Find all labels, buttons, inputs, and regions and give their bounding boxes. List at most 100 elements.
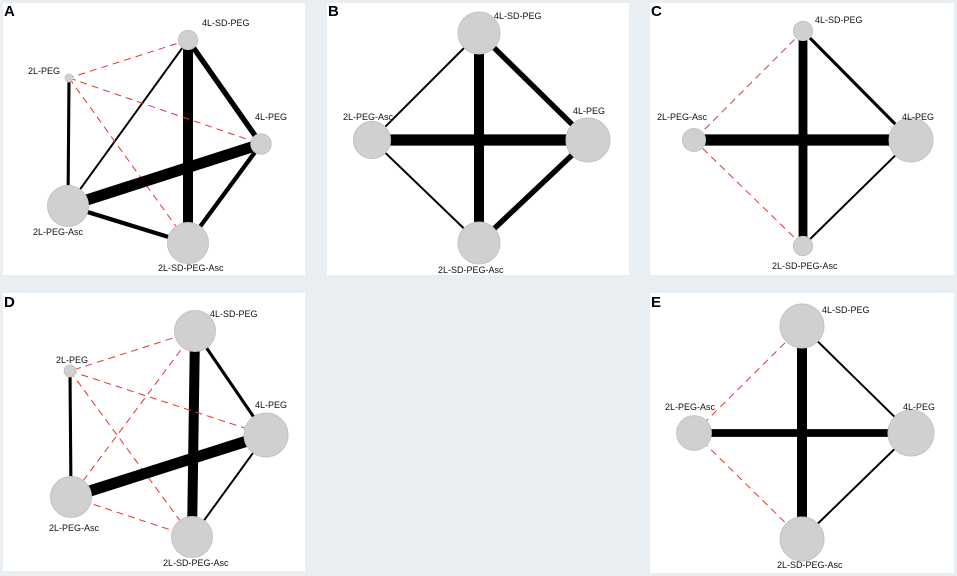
- panel-b: B 4L-SD-PEG 2L-PEG-Asc 4L-PEG 2L-SD-PEG-Asc: [327, 3, 629, 275]
- labels: 4L-SD-PEG 2L-PEG 4L-PEG 2L-PEG-Asc 2L-SD-PEG…: [28, 18, 287, 273]
- edge-4l-sd-peg-to-4l-peg: [801, 29, 913, 142]
- edge-4l-sd-peg-to-2l-peg-asc: [693, 30, 804, 141]
- edge-2l-peg-to-2l-peg-asc: [68, 370, 73, 498]
- network-graph-e: 4L-SD-PEG 2L-PEG-Asc 4L-PEG 2L-SD-PEG-Asc: [665, 303, 935, 570]
- edge-4l-sd-peg-to-2l-peg-asc: [693, 325, 803, 434]
- edge-4l-sd-peg-to-2l-peg-asc: [70, 330, 196, 498]
- edge-4l-peg-to-2l-sd-peg-asc: [477, 138, 590, 245]
- node-4l-sd-peg: [174, 310, 216, 352]
- edges: [693, 325, 912, 540]
- nodes: [47, 29, 272, 264]
- node-4l-peg: [250, 133, 272, 155]
- edge-2l-peg-asc-to-2l-sd-peg-asc: [70, 496, 193, 538]
- edges: [68, 330, 268, 538]
- edge-4l-peg-to-2l-peg-asc: [69, 429, 268, 503]
- labels: 4L-SD-PEG 2L-PEG-Asc 4L-PEG 2L-SD-PEG-Asc: [665, 305, 935, 570]
- node-label-4l-sd-peg: 4L-SD-PEG: [494, 11, 542, 21]
- node-label-4l-peg: 4L-PEG: [903, 402, 935, 412]
- network-graph-b: 4L-SD-PEG 2L-PEG-Asc 4L-PEG 2L-SD-PEG-Asc: [343, 11, 611, 275]
- node-label-4l-sd-peg: 4L-SD-PEG: [822, 305, 870, 315]
- node-label-2l-sd-peg-asc: 2L-SD-PEG-Asc: [777, 560, 843, 570]
- node-label-2l-peg-asc: 2L-PEG-Asc: [49, 523, 100, 533]
- edge-2l-peg-asc-to-2l-sd-peg-asc: [693, 432, 803, 540]
- node-2l-sd-peg-asc: [171, 516, 213, 558]
- panel-letter: E: [651, 294, 662, 311]
- panel-letter: D: [4, 294, 15, 311]
- network-graph-a: 4L-SD-PEG 2L-PEG 4L-PEG 2L-PEG-Asc 2L-SD-PEG…: [28, 18, 287, 273]
- node-2l-peg-asc: [50, 476, 92, 518]
- edge-4l-sd-peg-to-2l-peg: [68, 39, 189, 79]
- edges: [693, 29, 913, 247]
- labels: 4L-SD-PEG 2L-PEG 4L-PEG 2L-PEG-Asc 2L-SD-PEG…: [49, 309, 287, 568]
- node-label-4l-sd-peg: 4L-SD-PEG: [815, 15, 863, 25]
- node-2l-peg: [63, 364, 77, 378]
- node-label-4l-sd-peg: 4L-SD-PEG: [202, 18, 250, 28]
- node-4l-sd-peg: [457, 11, 501, 55]
- node-label-2l-sd-peg-asc: 2L-SD-PEG-Asc: [158, 263, 224, 273]
- nodes: [50, 310, 289, 558]
- node-label-2l-peg: 2L-PEG: [28, 66, 60, 76]
- node-label-4l-peg: 4L-PEG: [902, 112, 934, 122]
- node-2l-sd-peg-asc: [779, 516, 825, 562]
- node-2l-peg-asc: [676, 415, 712, 451]
- panel-e: E 4L-SD-PEG 2L-PEG-Asc 4L-PEG 2L-SD-PEG-Asc: [650, 293, 954, 573]
- node-label-4l-peg: 4L-PEG: [255, 400, 287, 410]
- node-2l-peg: [64, 73, 74, 83]
- node-label-2l-peg-asc: 2L-PEG-Asc: [343, 112, 394, 122]
- edge-4l-peg-to-2l-sd-peg-asc: [801, 432, 912, 540]
- node-label-2l-sd-peg-asc: 2L-SD-PEG-Asc: [438, 265, 504, 275]
- panel-letter: C: [651, 3, 662, 20]
- node-2l-peg-asc: [47, 185, 89, 227]
- node-4l-sd-peg: [177, 29, 199, 51]
- edge-2l-peg-asc-to-2l-sd-peg-asc: [693, 139, 804, 247]
- node-label-4l-sd-peg: 4L-SD-PEG: [210, 309, 258, 319]
- node-4l-peg: [888, 117, 934, 163]
- edge-4l-sd-peg-to-2l-peg-asc: [67, 39, 189, 207]
- edge-4l-peg-to-2l-peg-asc: [66, 138, 263, 212]
- edges: [371, 31, 590, 245]
- edges: [66, 38, 264, 246]
- panel-letter: A: [4, 3, 15, 20]
- node-label-2l-peg-asc: 2L-PEG-Asc: [657, 112, 708, 122]
- edge-4l-sd-peg-to-2l-peg: [69, 330, 196, 372]
- panel-d: D 4L-SD-PEG 2L-PEG 4L-PEG 2L-PEG-Asc 2L-SD-P…: [3, 293, 305, 571]
- panel-a: A 4L-SD-PEG 2L-PEG 4L-PEG 2L-PEG-Asc 2L-SD-P…: [3, 3, 305, 275]
- edge-2l-peg-to-4l-peg: [68, 77, 262, 145]
- panel-letter: B: [328, 3, 339, 20]
- edge-4l-peg-to-2l-sd-peg-asc: [802, 139, 912, 247]
- node-label-2l-peg-asc: 2L-PEG-Asc: [665, 402, 716, 412]
- node-label-2l-peg-asc: 2L-PEG-Asc: [33, 227, 84, 237]
- network-graph-d: 4L-SD-PEG 2L-PEG 4L-PEG 2L-PEG-Asc 2L-SD-PEG…: [49, 309, 289, 568]
- node-4l-sd-peg: [792, 20, 814, 42]
- edge-4l-sd-peg-to-4l-peg: [801, 325, 912, 434]
- node-4l-peg: [565, 117, 611, 163]
- node-4l-peg: [243, 412, 289, 458]
- node-label-4l-peg: 4L-PEG: [573, 106, 605, 116]
- node-2l-sd-peg-asc: [457, 221, 501, 265]
- node-label-4l-peg: 4L-PEG: [255, 112, 287, 122]
- edge-4l-sd-peg-to-4l-peg: [477, 31, 590, 142]
- edge-4l-sd-peg-to-2l-peg-asc: [371, 32, 480, 141]
- edge-2l-peg-to-2l-peg-asc: [66, 77, 71, 207]
- node-2l-peg-asc: [681, 127, 707, 153]
- node-2l-peg-asc: [352, 120, 392, 160]
- edge-4l-sd-peg-to-2l-sd-peg-asc: [187, 330, 200, 538]
- node-2l-sd-peg-asc: [792, 235, 814, 257]
- node-label-2l-sd-peg-asc: 2L-SD-PEG-Asc: [163, 558, 229, 568]
- edge-2l-peg-to-2l-sd-peg-asc: [68, 77, 189, 244]
- node-4l-sd-peg: [779, 303, 825, 349]
- labels: 4L-SD-PEG 2L-PEG-Asc 4L-PEG 2L-SD-PEG-Asc: [343, 11, 605, 275]
- node-2l-sd-peg-asc: [167, 222, 209, 264]
- edge-4l-sd-peg-to-4l-peg: [185, 38, 264, 146]
- node-label-2l-peg: 2L-PEG: [56, 355, 88, 365]
- nodes: [681, 20, 934, 257]
- node-4l-peg: [887, 409, 935, 457]
- nodes: [352, 11, 611, 265]
- edge-2l-peg-to-4l-peg: [69, 370, 267, 436]
- edge-2l-peg-to-2l-sd-peg-asc: [69, 370, 193, 538]
- edge-2l-peg-asc-to-2l-sd-peg-asc: [371, 139, 480, 244]
- nodes: [676, 303, 935, 562]
